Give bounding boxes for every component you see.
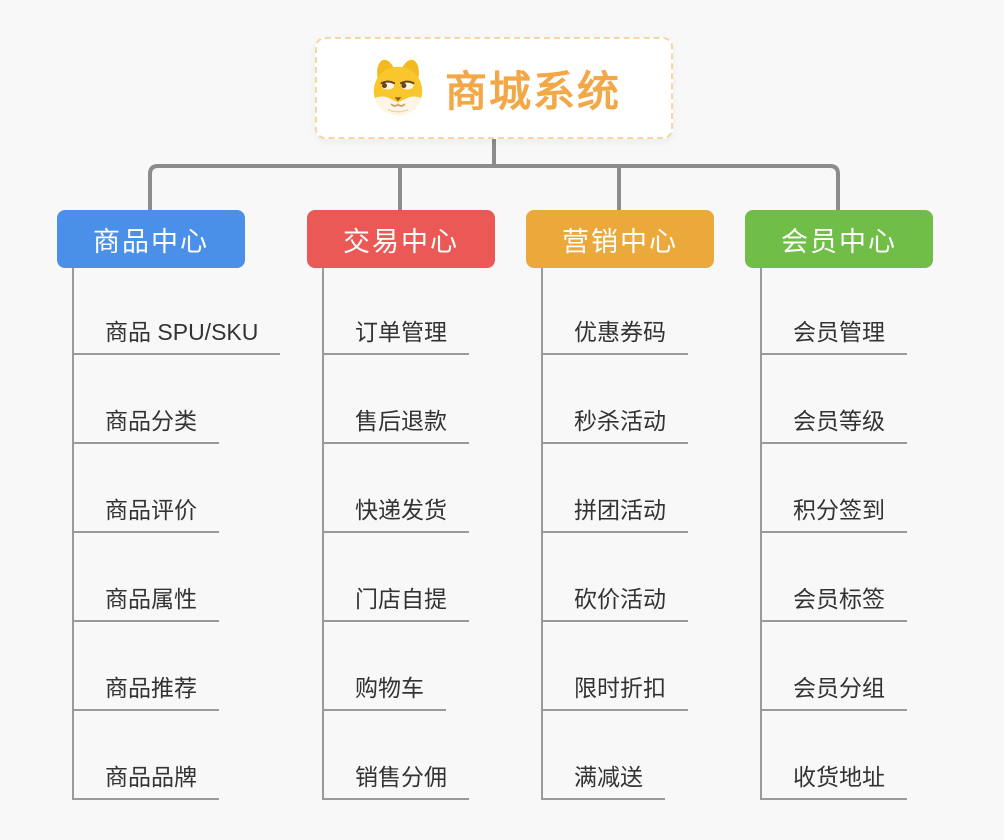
leaf-node[interactable]: 拼团活动 <box>541 494 688 533</box>
leaf-node[interactable]: 收货地址 <box>760 761 907 800</box>
branch-node-trade-center[interactable]: 交易中心 <box>307 210 495 268</box>
leaf-node[interactable]: 购物车 <box>322 672 446 711</box>
branch-member-center: 会员中心 会员管理 会员等级 积分签到 会员标签 会员分组 收货地址 <box>745 210 1004 810</box>
leaf-node[interactable]: 门店自提 <box>322 583 469 622</box>
leaf-node[interactable]: 优惠券码 <box>541 316 688 355</box>
leaf-node[interactable]: 满减送 <box>541 761 665 800</box>
leaf-node[interactable]: 订单管理 <box>322 316 469 355</box>
leaf-node[interactable]: 快递发货 <box>322 494 469 533</box>
branch-marketing-center: 营销中心 优惠券码 秒杀活动 拼团活动 砍价活动 限时折扣 满减送 <box>526 210 786 810</box>
leaf-node[interactable]: 会员管理 <box>760 316 907 355</box>
leaf-node[interactable]: 销售分佣 <box>322 761 469 800</box>
branch-product-center: 商品中心 商品 SPU/SKU 商品分类 商品评价 商品属性 商品推荐 商品品牌 <box>57 210 317 810</box>
leaf-node[interactable]: 售后退款 <box>322 405 469 444</box>
leaf-node[interactable]: 商品评价 <box>72 494 219 533</box>
leaf-node[interactable]: 砍价活动 <box>541 583 688 622</box>
leaf-node[interactable]: 商品推荐 <box>72 672 219 711</box>
branch-vertical-line <box>322 268 324 800</box>
leaf-node[interactable]: 会员分组 <box>760 672 907 711</box>
branch-vertical-line <box>72 268 74 800</box>
leaf-node[interactable]: 积分签到 <box>760 494 907 533</box>
leaf-node[interactable]: 秒杀活动 <box>541 405 688 444</box>
leaf-node[interactable]: 会员标签 <box>760 583 907 622</box>
branch-node-product-center[interactable]: 商品中心 <box>57 210 245 268</box>
leaf-node[interactable]: 会员等级 <box>760 405 907 444</box>
root-node-title: 商城系统 <box>444 67 621 115</box>
leaf-node[interactable]: 限时折扣 <box>541 672 688 711</box>
branch-node-member-center[interactable]: 会员中心 <box>745 210 933 268</box>
branch-trade-center: 交易中心 订单管理 售后退款 快递发货 门店自提 购物车 销售分佣 <box>307 210 567 810</box>
leaf-node[interactable]: 商品属性 <box>72 583 219 622</box>
branch-vertical-line <box>760 268 762 800</box>
branch-vertical-line <box>541 268 543 800</box>
leaf-node[interactable]: 商品分类 <box>72 405 219 444</box>
branch-node-marketing-center[interactable]: 营销中心 <box>526 210 714 268</box>
leaf-node[interactable]: 商品 SPU/SKU <box>72 316 281 355</box>
root-node-mall-system[interactable]: 商城系统 <box>315 37 673 139</box>
leaf-node[interactable]: 商品品牌 <box>72 761 219 800</box>
shiba-dog-icon <box>373 59 423 116</box>
